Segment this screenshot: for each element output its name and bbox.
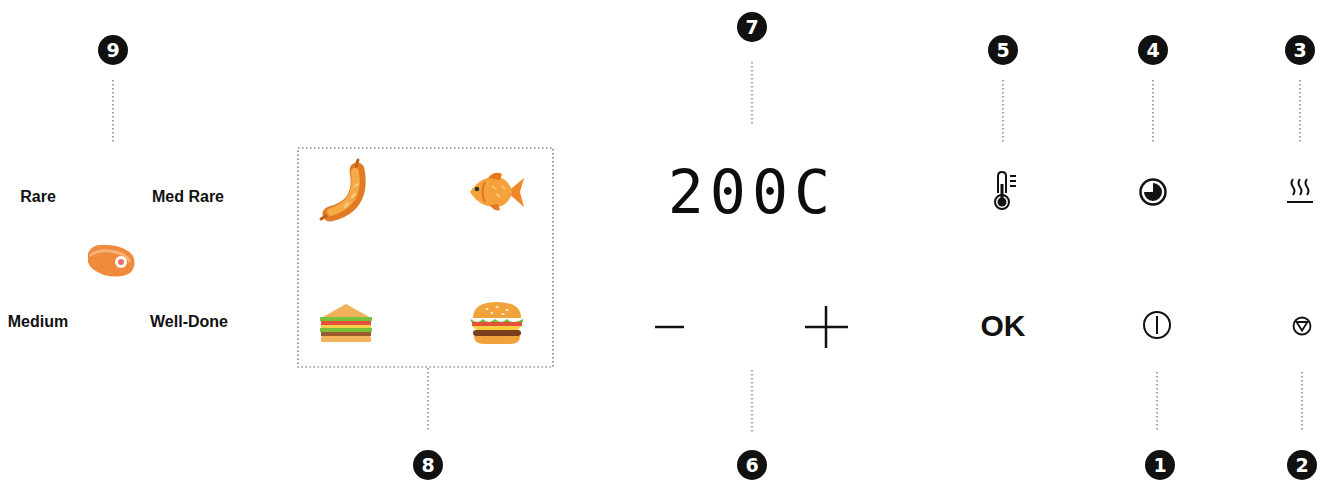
callout-number: 4 — [1138, 35, 1168, 65]
leader-lines — [113, 62, 1302, 432]
callout-number: 7 — [737, 12, 767, 42]
heating-symbol — [1287, 179, 1313, 202]
sausage-icon — [321, 160, 358, 219]
ok-button-label: OK — [981, 309, 1026, 343]
callout-number: 3 — [1285, 35, 1315, 65]
callout-number: 2 — [1287, 450, 1317, 480]
callout-number: 9 — [98, 35, 128, 65]
callout-number: 1 — [1145, 450, 1175, 480]
display-readout: 200C — [668, 157, 837, 227]
food-preset-box — [298, 148, 553, 367]
doneness-label: Rare — [20, 188, 56, 206]
callout-number: 6 — [737, 450, 767, 480]
steak-icon — [88, 245, 134, 277]
stop-symbol — [1294, 318, 1311, 335]
burger-icon — [471, 302, 523, 344]
minus-symbol — [655, 327, 684, 328]
callout-number: 8 — [413, 450, 443, 480]
doneness-label: Med Rare — [152, 188, 224, 206]
timer-symbol — [1141, 180, 1166, 205]
doneness-label: Well-Done — [150, 313, 228, 331]
fish-icon — [470, 173, 524, 211]
plus-symbol — [805, 306, 848, 348]
thermometer-symbol — [995, 172, 1016, 209]
sandwich-icon — [320, 304, 372, 342]
callout-number: 5 — [988, 35, 1018, 65]
doneness-label: Medium — [8, 313, 68, 331]
power-symbol — [1144, 312, 1170, 338]
